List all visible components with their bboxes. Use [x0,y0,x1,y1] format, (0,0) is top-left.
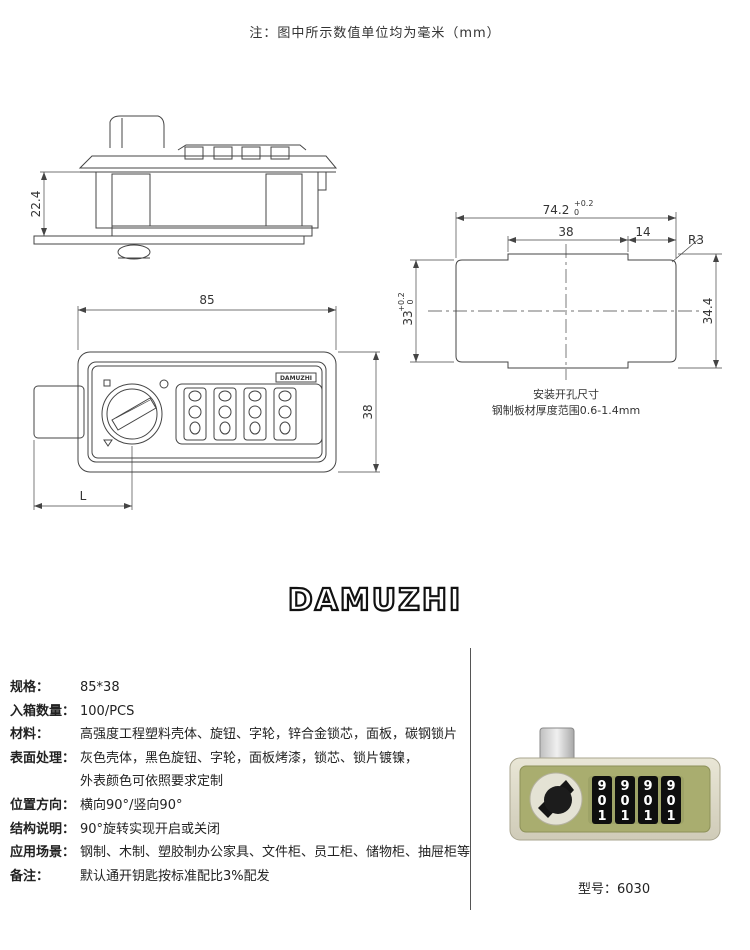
cutout-view [428,244,700,380]
spec-label: 备注： [10,868,50,884]
spec-row: 入箱数量：100/PCS [10,700,480,724]
wheel1-digit-bottom: 1 [597,809,606,824]
spec-value: 外表颜色可依照要求定制 [80,774,224,790]
dim-side-height: 22.4 [29,191,43,218]
unit-note: 注：图中所示数值单位均为毫米（mm） [249,26,501,41]
dim-cutout-height-tol-lower: 0 [406,299,415,304]
spec-row: 位置方向：横向90°/竖向90° [10,794,480,818]
spec-value: 85*38 [80,680,120,695]
wheel4-digit-mid: 0 [666,794,675,809]
dim-front-height: 38 [361,404,375,419]
spec-row: 备注： 默认通开钥匙按标准配比3%配发 [10,865,480,889]
wheel3-digit-top: 9 [643,779,652,794]
spec-value: 钢制、木制、塑胶制办公家具、文件柜、员工柜、储物柜、抽屉柜等 [80,845,471,861]
dim-cutout-height: 33 [401,310,415,325]
spec-value: 高强度工程塑料壳体、旋钮、字轮，锌合金锁芯，面板，碳钢锁片 [80,727,458,743]
spec-value: 默认通开钥匙按标准配比3%配发 [80,868,270,884]
spec-value: 灰色壳体，黑色旋钮、字轮，面板烤漆，锁芯、锁片镀镍， [80,750,419,766]
spec-row: 外表颜色可依照要求定制 [10,770,480,794]
wheel4-digit-top: 9 [666,779,675,794]
spec-label: 材料： [10,727,50,743]
brand-logo: DAMUZHI [0,578,750,622]
photo-wheels [592,776,681,824]
front-view [33,351,337,473]
dim-inner-width: 38 [558,225,573,239]
wheel2-digit-bottom: 1 [620,809,629,824]
spec-row: 应用场景：钢制、木制、塑胶制办公家具、文件柜、员工柜、储物柜、抽屉柜等 [10,841,480,865]
spec-label: 规格： [10,680,50,695]
wheel3-digit-mid: 0 [643,794,652,809]
dim-cutout-width-tol-lower: 0 [574,208,579,217]
spec-list: 规格： 85*38 入箱数量：100/PCS 材料： 高强度工程塑料壳体、旋钮、字轮… [10,676,480,888]
spec-label [10,770,80,794]
dim-cutout-width-tol-upper: +0.2 [574,199,593,208]
spec-label: 位置方向： [10,797,76,813]
spec-row: 结构说明：90°旋转实现开启或关闭 [10,818,480,842]
dim-offset: 14 [635,225,650,239]
spec-label: 入箱数量： [10,703,76,719]
spec-row: 规格： 85*38 [10,676,480,700]
spec-row: 材料： 高强度工程塑料壳体、旋钮、字轮，锌合金锁芯，面板，碳钢锁片 [10,723,480,747]
dim-cutout-height-tol-upper: +0.2 [397,292,406,311]
wheel2-digit-top: 9 [620,779,629,794]
spec-label: 表面处理： [10,750,76,766]
dim-outer-height: 34.4 [701,298,715,325]
spec-label: 应用场景： [10,845,76,861]
dim-radius: R3 [688,233,704,247]
spec-value: 90°旋转实现开启或关闭 [80,821,221,837]
product-photo: 9 0 1 9 0 1 9 0 1 9 0 1 [509,727,721,841]
wheel1-digit-top: 9 [597,779,606,794]
cutout-caption-line2: 钢制板材厚度范围0.6-1.4mm [492,403,640,417]
wheel1-digit-mid: 0 [597,794,606,809]
brand-text: DAMUZHI [288,583,462,618]
model-label: 型号：6030 [578,882,651,897]
side-view [33,115,338,260]
dim-bolt-length: L [80,489,87,503]
spec-value: 横向90°/竖向90° [80,797,183,813]
cutout-caption-line1: 安装开孔尺寸 [533,387,599,401]
technical-drawing: 22.4 85 38 L 74.2 +0.2 0 38 14 R3 33 +0.… [29,115,722,510]
divider [470,648,471,910]
wheel4-digit-bottom: 1 [666,809,675,824]
spec-row: 表面处理：灰色壳体，黑色旋钮、字轮，面板烤漆，锁芯、锁片镀镍， [10,747,480,771]
dim-cutout-width: 74.2 [543,203,570,217]
spec-label: 结构说明： [10,821,76,837]
plate-logo: DAMUZHI [280,375,312,382]
wheel2-digit-mid: 0 [620,794,629,809]
spec-value: 100/PCS [80,703,135,719]
wheel3-digit-bottom: 1 [643,809,652,824]
front-wheels [183,387,297,441]
dim-front-width: 85 [199,293,214,307]
